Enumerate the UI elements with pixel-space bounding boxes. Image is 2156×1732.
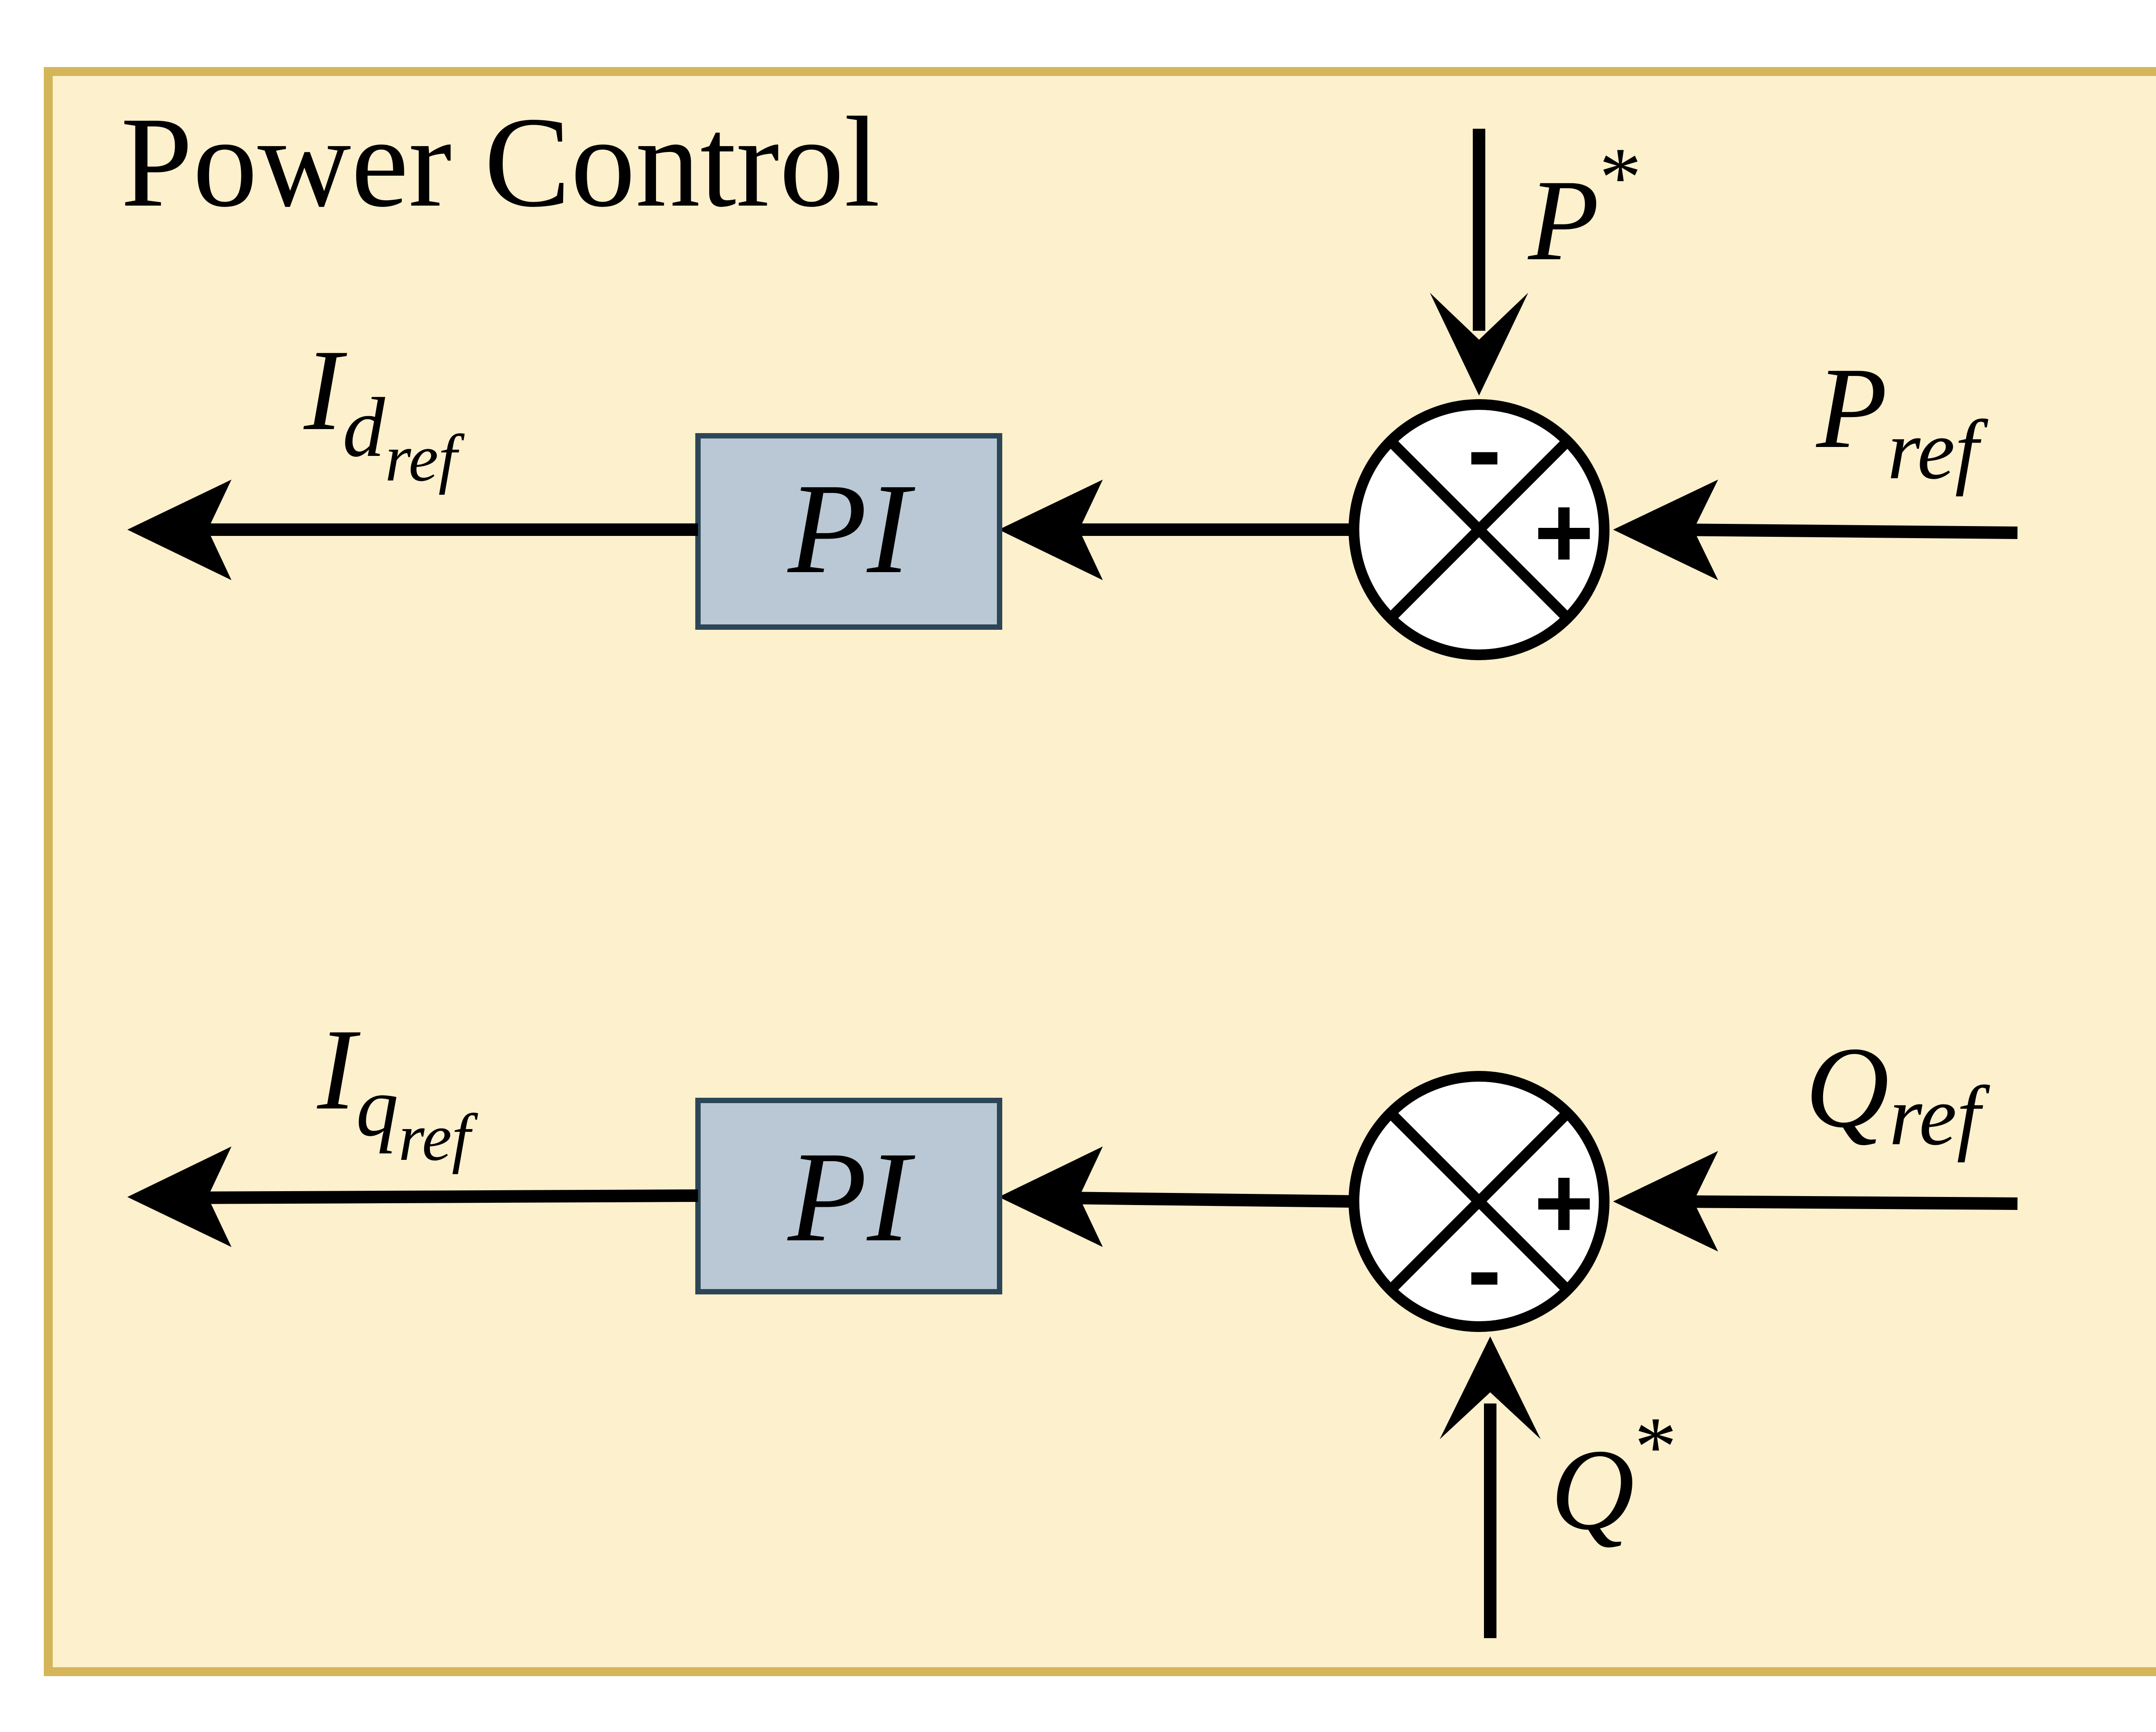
q-junction-plus-sign: + <box>1534 1145 1594 1260</box>
d-axis-loop: P* Pref - + PI Idref <box>127 129 2018 660</box>
id-ref-arrowhead <box>127 480 231 580</box>
q-summing-junction: + - <box>1349 1071 1610 1332</box>
q-star-arrowhead <box>1440 1336 1541 1439</box>
q-ref-arrowhead <box>1613 1151 1718 1252</box>
d-junction-minus-sign: - <box>1467 392 1502 507</box>
q-axis-loop: Qref + - Q* PI Iqref <box>127 1005 2018 1638</box>
q-ref-signal-line <box>1671 1195 2018 1210</box>
iq-ref-arrowhead <box>127 1146 231 1247</box>
d-summing-junction: - + <box>1349 392 1610 660</box>
q-error-arrowhead <box>999 1146 1103 1247</box>
iq-ref-label: Iqref <box>315 1005 478 1175</box>
p-ref-signal-line <box>1671 523 2018 539</box>
q-pi-block: PI <box>695 1098 1002 1294</box>
iq-ref-signal-line <box>178 1189 698 1204</box>
power-control-panel <box>44 67 2156 1676</box>
panel-title: Power Control <box>121 90 880 234</box>
d-pi-label: PI <box>786 457 916 600</box>
q-star-label: Q* <box>1551 1400 1677 1554</box>
d-error-arrowhead <box>999 480 1103 580</box>
q-junction-minus-sign: - <box>1467 1212 1502 1327</box>
d-pi-block: PI <box>695 433 1002 630</box>
q-error-signal-line <box>1063 1192 1354 1208</box>
d-junction-plus-sign: + <box>1534 475 1594 590</box>
id-ref-label: Idref <box>302 326 465 495</box>
p-ref-label: Pref <box>1815 344 1988 497</box>
p-ref-arrowhead <box>1613 480 1718 580</box>
q-pi-label: PI <box>786 1125 916 1268</box>
q-ref-label: Qref <box>1805 1023 1990 1163</box>
p-star-label: P* <box>1526 131 1642 285</box>
p-star-arrowhead <box>1430 293 1528 396</box>
